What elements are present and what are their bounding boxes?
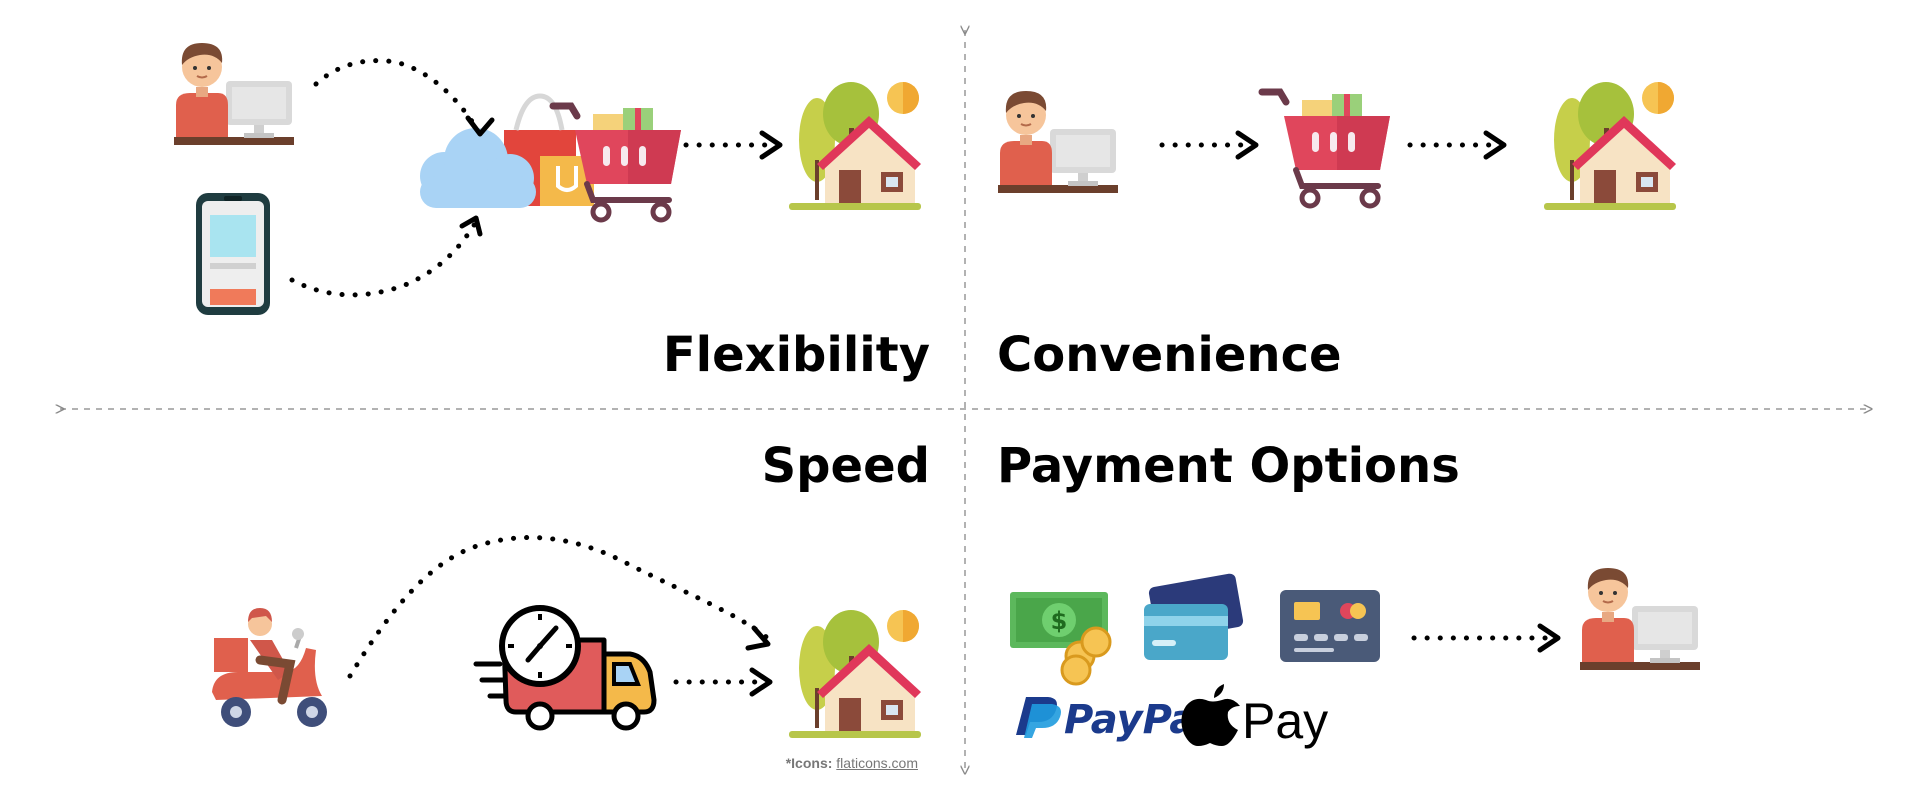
dotted-arrow-path	[289, 219, 479, 298]
arrowhead-icon	[1537, 623, 1561, 653]
arrowhead-icon	[1235, 130, 1259, 160]
dotted-arrow-path	[313, 58, 483, 137]
arrowhead-icon	[745, 625, 771, 651]
arrowhead-icon	[465, 115, 495, 137]
house-icon	[789, 82, 921, 210]
title-speed: Speed	[761, 438, 930, 494]
shopping-cart-icon	[1262, 92, 1390, 206]
bank-card-icon	[1280, 590, 1380, 662]
cloud-icon	[420, 128, 536, 208]
person-computer-icon	[997, 90, 1119, 194]
smartphone-icon	[196, 193, 270, 315]
credit-prefix: *Icons:	[785, 755, 833, 771]
title-payment-options: Payment Options	[997, 438, 1460, 494]
apple-pay-logo-icon: Pay	[1181, 684, 1328, 749]
credit-link[interactable]: flaticons.com	[836, 755, 918, 771]
fast-delivery-truck-icon	[473, 605, 657, 731]
person-computer-icon	[173, 42, 295, 146]
dotted-arrow-path	[347, 535, 773, 679]
arrowhead-icon	[759, 130, 783, 160]
arrowhead-icon	[749, 667, 773, 697]
cash-coins-icon: $	[1010, 592, 1112, 686]
house-icon	[1544, 82, 1676, 210]
arrowhead-icon	[459, 215, 483, 237]
delivery-scooter-icon	[212, 608, 327, 727]
house-icon	[789, 610, 921, 738]
person-computer-icon	[1579, 567, 1701, 671]
dollar-sign: $	[1051, 607, 1068, 635]
icon-credit: *Icons: flaticons.com	[700, 755, 918, 771]
credit-cards-icon	[1144, 573, 1244, 660]
apple-pay-wordmark: Pay	[1242, 693, 1328, 749]
title-convenience: Convenience	[997, 327, 1342, 383]
arrowhead-icon	[1483, 130, 1507, 160]
title-flexibility: Flexibility	[662, 327, 930, 383]
